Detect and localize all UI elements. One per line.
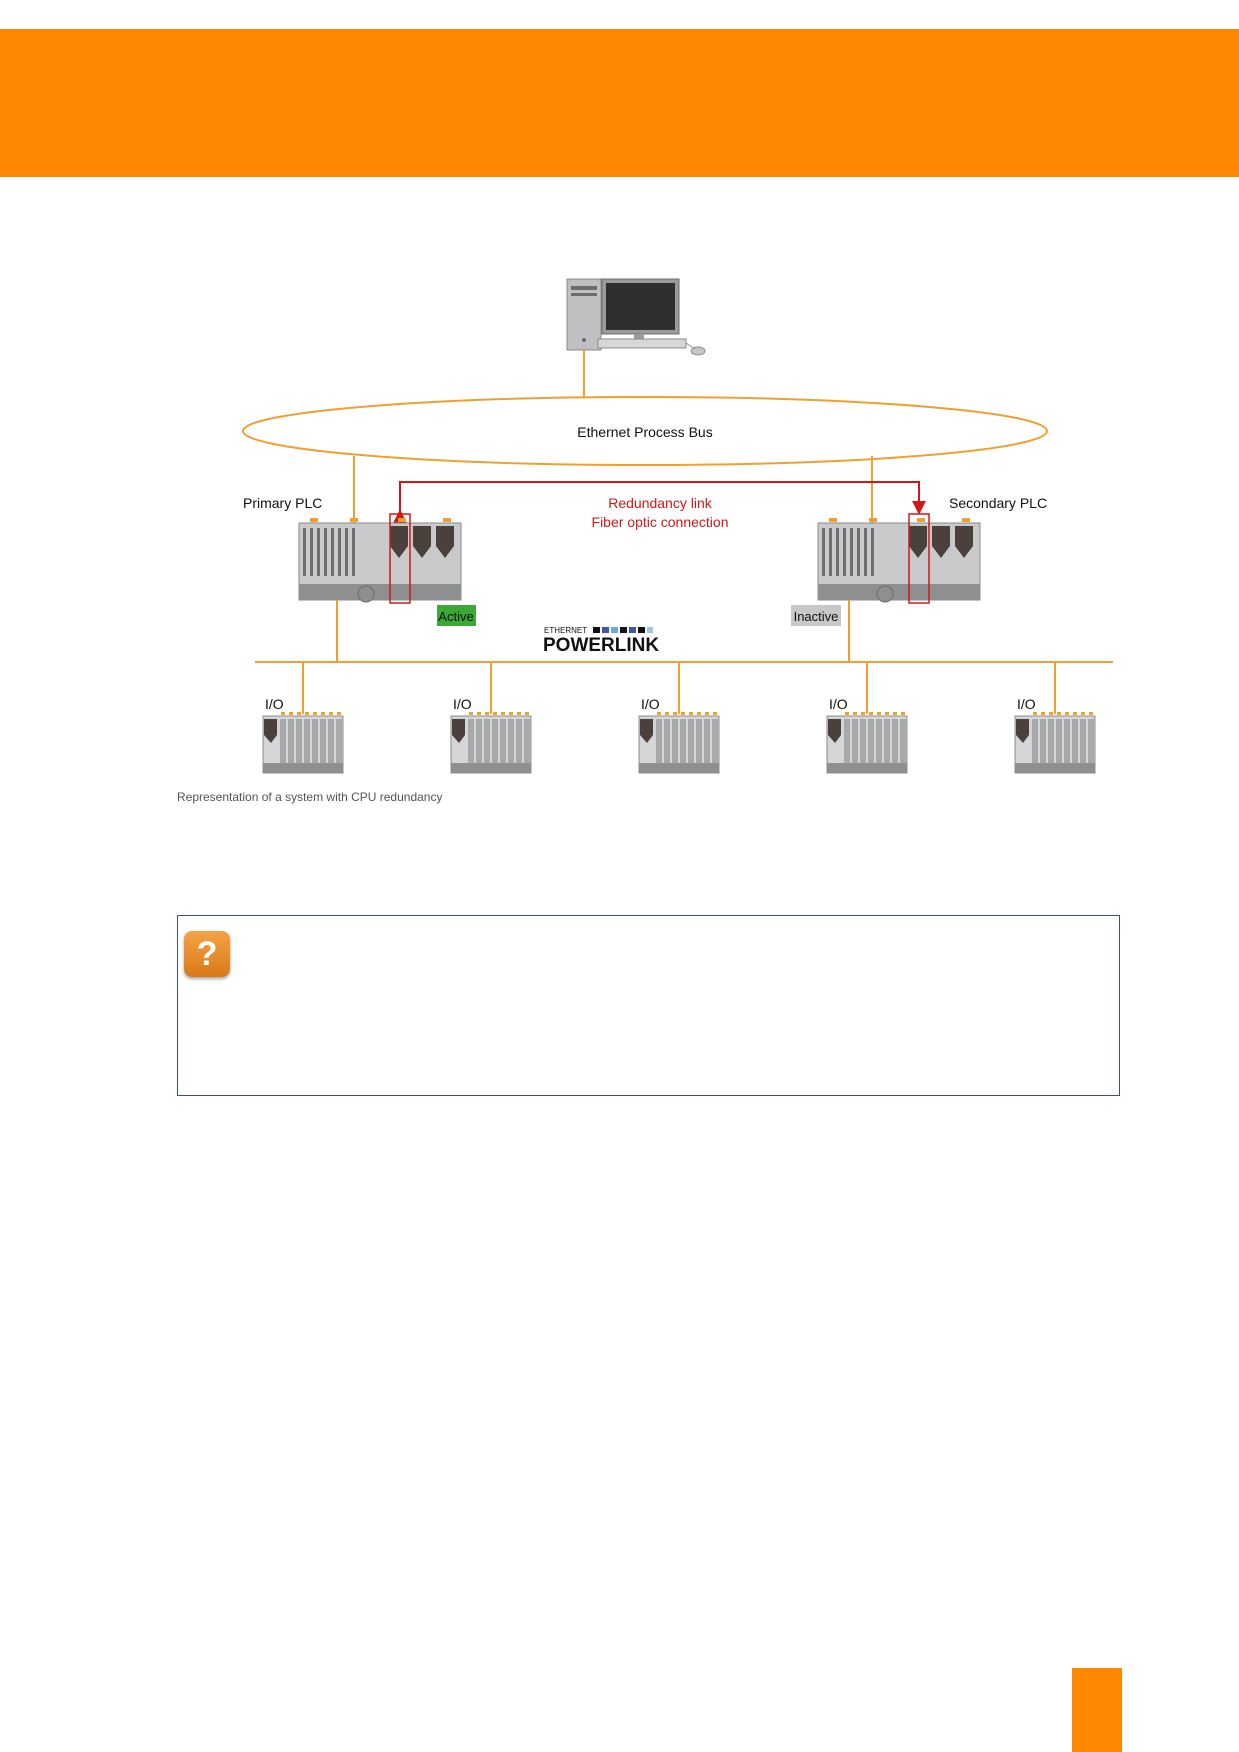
io-label: I/O bbox=[265, 696, 284, 712]
header-band bbox=[0, 29, 1239, 177]
question-mark-icon: ? bbox=[184, 931, 230, 977]
io-label: I/O bbox=[1017, 696, 1036, 712]
powerlink-logo: ETHERNET POWERLINK bbox=[543, 626, 659, 656]
redundancy-link-line bbox=[393, 481, 926, 524]
primary-plc-label: Primary PLC bbox=[243, 495, 322, 511]
io-label: I/O bbox=[641, 696, 660, 712]
primary-plc-icon bbox=[298, 518, 462, 603]
io-module-icon bbox=[450, 712, 532, 774]
inactive-label: Inactive bbox=[794, 609, 839, 624]
active-badge bbox=[437, 605, 476, 626]
svg-text:ETHERNET: ETHERNET bbox=[544, 626, 587, 635]
secondary-plc-label: Secondary PLC bbox=[949, 495, 1047, 511]
redundancy-link-label: Redundancy link bbox=[608, 495, 713, 511]
inactive-badge bbox=[791, 605, 841, 626]
figure-caption: Representation of a system with CPU redu… bbox=[177, 790, 443, 804]
ethernet-process-bus bbox=[242, 396, 1048, 466]
workstation-icon bbox=[566, 278, 706, 356]
io-node: I/O bbox=[1014, 662, 1096, 774]
info-callout-box: ? bbox=[177, 915, 1120, 1096]
io-module-icon bbox=[1014, 712, 1096, 774]
bus-label: Ethernet Process Bus bbox=[577, 424, 712, 440]
secondary-redundancy-module-highlight bbox=[908, 513, 930, 604]
secondary-plc-icon bbox=[817, 518, 981, 603]
primary-redundancy-module-highlight bbox=[389, 513, 411, 604]
page-corner-tab bbox=[1072, 1668, 1122, 1752]
svg-text:POWERLINK: POWERLINK bbox=[543, 635, 659, 656]
active-label: Active bbox=[438, 609, 473, 624]
io-node: I/O bbox=[638, 662, 720, 774]
io-module-icon bbox=[638, 712, 720, 774]
io-module-icon bbox=[826, 712, 908, 774]
io-label: I/O bbox=[453, 696, 472, 712]
fiber-optic-label: Fiber optic connection bbox=[592, 514, 729, 530]
io-label: I/O bbox=[829, 696, 848, 712]
io-node: I/O bbox=[826, 662, 908, 774]
io-node: I/O bbox=[262, 662, 344, 774]
redundancy-diagram: Ethernet Process Bus Redundancy link Fib… bbox=[242, 278, 1113, 774]
io-node: I/O bbox=[450, 662, 532, 774]
io-module-icon bbox=[262, 712, 344, 774]
